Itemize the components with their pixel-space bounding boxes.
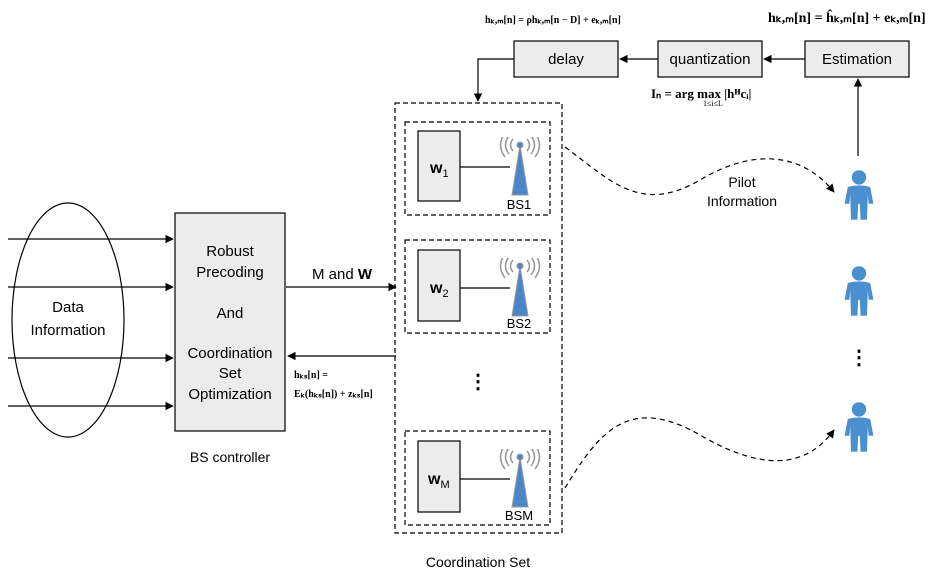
precoder-w1-label: w1 (429, 160, 449, 180)
data-information-label-2: Information (30, 322, 105, 339)
bsm-link-curve (564, 417, 835, 489)
delay-label: delay (548, 51, 584, 68)
pilot-label-2: Information (707, 193, 777, 209)
controller-line-and: And (217, 305, 244, 322)
estimation-box (804, 40, 910, 78)
base-station-1: w1 BS1 (404, 121, 551, 216)
users-ellipsis: ⋮ (849, 347, 869, 369)
antenna-icon (499, 258, 541, 317)
feedback-equation-1: hₖₛ[n] = (294, 370, 328, 381)
delay-to-coordination-arrow (473, 58, 514, 102)
user-icon-1 (844, 170, 874, 220)
quantization-subscript: 1≤i≤L (703, 99, 723, 108)
bsm-label: BSM (505, 508, 533, 523)
controller-line-precoding: Precoding (196, 264, 264, 281)
bs2-label: BS2 (507, 316, 532, 331)
coordination-set-box (394, 102, 563, 534)
estimation-label: Estimation (822, 51, 892, 68)
precoder-box-1 (417, 130, 461, 202)
m-and-w-label: M and W (312, 266, 373, 283)
controller-line-robust: Robust (206, 243, 254, 260)
delay-equation: hₖ,ₘ[n] = ρhₖ,ₘ[n − D] + eₖ,ₘ[n] (485, 15, 621, 26)
precoder-wm-label: wM (427, 471, 450, 491)
quantization-equation: Iₙ = arg max |hᴴcᵢ| (651, 86, 751, 101)
data-information-label-1: Data (52, 299, 84, 316)
user-icon-3 (844, 402, 874, 452)
pilot-link-curve (564, 146, 835, 196)
base-station-2: w2 BS2 (404, 239, 551, 334)
user-icon-2 (844, 266, 874, 316)
precoder-box-m (417, 440, 461, 513)
coordination-set-caption: Coordination Set (426, 554, 530, 570)
controller-line-coordination: Coordination (187, 345, 272, 362)
data-information-ellipse (11, 202, 125, 438)
precoder-w2-label: w2 (429, 280, 449, 300)
controller-line-set: Set (219, 365, 242, 382)
antenna-icon (499, 137, 541, 196)
stations-ellipsis: ⋮ (468, 371, 488, 393)
bs-controller-caption: BS controller (190, 449, 270, 465)
antenna-icon (499, 449, 541, 508)
precoder-box-2 (417, 249, 461, 322)
controller-line-optimization: Optimization (188, 386, 271, 403)
bs-controller-box (174, 212, 286, 432)
quantization-label: quantization (670, 51, 751, 68)
feedback-equation-2: Eₖ(hₖₛ[n]) + zₖₛ[n] (294, 389, 373, 400)
bs1-label: BS1 (507, 197, 532, 212)
pilot-label-1: Pilot (728, 174, 755, 190)
base-station-m: wM BSM (404, 430, 551, 526)
estimation-equation: hₖ,ₘ[n] = ĥₖ,ₘ[n] + eₖ,ₘ[n] (768, 8, 926, 26)
quantization-box (657, 40, 763, 78)
